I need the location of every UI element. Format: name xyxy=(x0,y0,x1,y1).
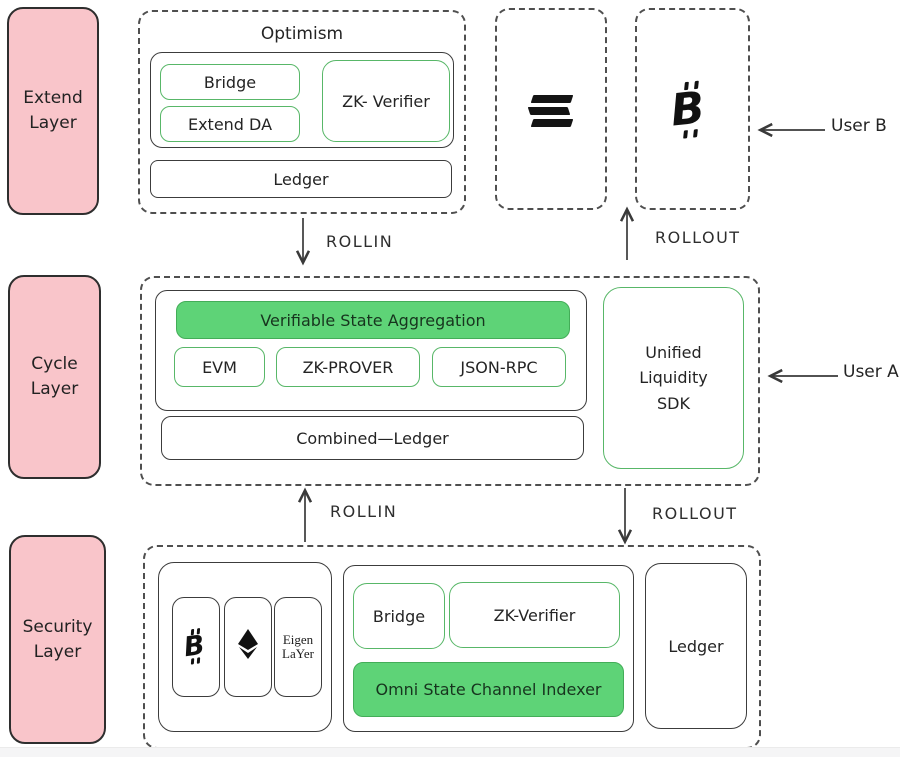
optimism-title: Optimism xyxy=(260,24,344,44)
ethereum-chip xyxy=(224,597,272,697)
rollin-label-top: ROLLIN xyxy=(326,232,394,251)
bitcoin-chip: B xyxy=(172,597,220,697)
solana-group xyxy=(495,8,607,210)
unified-liquidity-sdk-label: Unified Liquidity SDK xyxy=(639,342,708,413)
bridge-security-label: Bridge xyxy=(372,606,426,626)
omni-indexer-label: Omni State Channel Indexer xyxy=(375,680,602,699)
rollout-label-bottom: ROLLOUT xyxy=(652,504,738,523)
zk-prover-label: ZK-PROVER xyxy=(302,357,394,377)
unified-liquidity-sdk-node: Unified Liquidity SDK xyxy=(603,287,744,469)
user-b-label: User B xyxy=(831,116,887,136)
ledger-node-security: Ledger xyxy=(645,563,747,729)
zk-verifier-node: ZK- Verifier xyxy=(322,60,450,142)
eigenlayer-label: Eigen LaYer xyxy=(282,632,314,661)
extend-da-label: Extend DA xyxy=(187,114,273,134)
evm-node: EVM xyxy=(174,347,265,387)
ledger-security-label: Ledger xyxy=(668,636,724,656)
bitcoin-icon-small: B xyxy=(181,628,207,665)
zk-verifier-security-label: ZK-Verifier xyxy=(493,605,576,625)
vsa-label: Verifiable State Aggregation xyxy=(260,310,486,330)
solana-icon xyxy=(527,95,574,127)
omni-indexer-node: Omni State Channel Indexer xyxy=(353,662,624,717)
bottom-progress-strip xyxy=(0,747,900,757)
zk-verifier-label: ZK- Verifier xyxy=(342,91,430,111)
bitcoin-icon: B xyxy=(668,80,707,139)
eigenlayer-chip: Eigen LaYer xyxy=(274,597,322,697)
cycle-layer-label: Cycle Layer xyxy=(8,275,101,479)
rollin-label-bottom: ROLLIN xyxy=(330,502,398,521)
vsa-node: Verifiable State Aggregation xyxy=(176,301,570,339)
combined-ledger-label: Combined—Ledger xyxy=(296,428,449,448)
json-rpc-label: JSON-RPC xyxy=(460,357,538,377)
extend-da-node: Extend DA xyxy=(160,106,300,142)
zk-verifier-node-security: ZK-Verifier xyxy=(449,582,620,648)
ethereum-icon xyxy=(238,629,258,659)
ledger-label: Ledger xyxy=(273,169,329,189)
extend-layer-label: Extend Layer xyxy=(7,7,99,215)
rollout-label-top: ROLLOUT xyxy=(655,228,741,247)
bridge-label: Bridge xyxy=(203,72,257,92)
security-layer-label: Security Layer xyxy=(9,535,106,744)
evm-label: EVM xyxy=(202,357,237,377)
bridge-node: Bridge xyxy=(160,64,300,100)
combined-ledger-node: Combined—Ledger xyxy=(161,416,584,460)
bitcoin-group: B xyxy=(635,8,750,210)
user-a-label: User A xyxy=(843,362,899,382)
ledger-node: Ledger xyxy=(150,160,452,198)
zk-prover-node: ZK-PROVER xyxy=(276,347,420,387)
bridge-node-security: Bridge xyxy=(353,583,445,649)
json-rpc-node: JSON-RPC xyxy=(432,347,566,387)
